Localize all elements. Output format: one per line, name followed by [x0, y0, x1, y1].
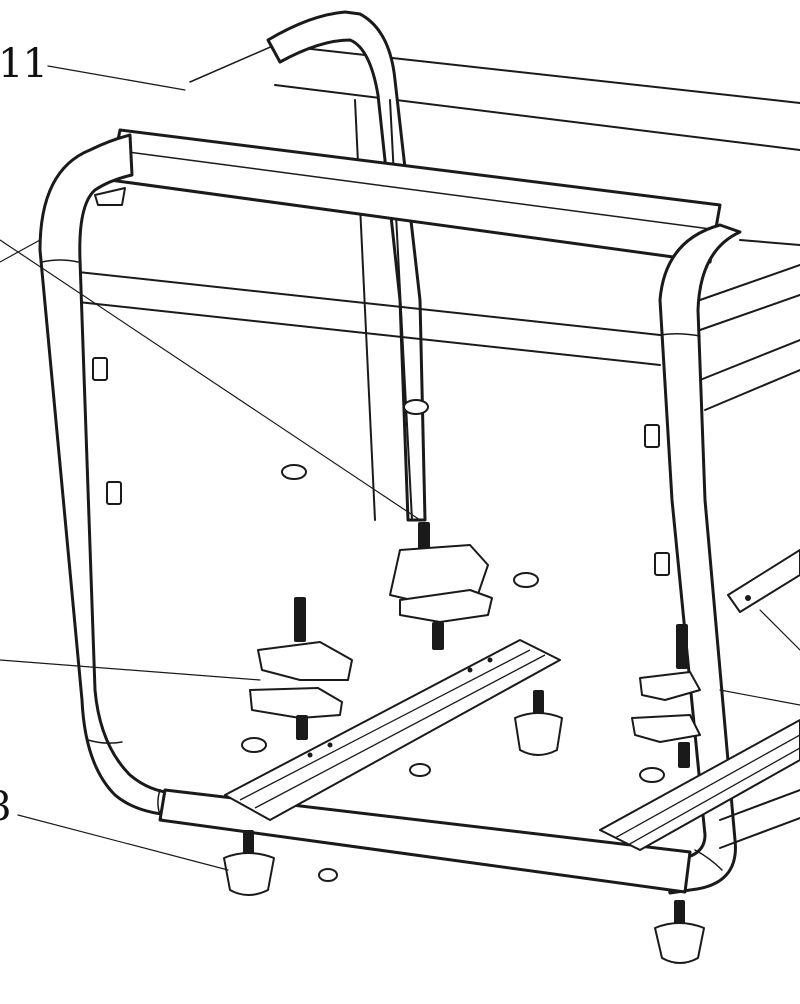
- frame-tabs: [92, 187, 670, 576]
- mid-crossbar: [77, 271, 661, 366]
- left-frame-tube: [38, 133, 177, 817]
- engine-mount-left: [249, 597, 353, 740]
- base-rail-left: [224, 639, 561, 821]
- bottom-side-rail: [719, 789, 800, 849]
- engine-mount-right: [631, 624, 701, 768]
- callout-frame-number: 11: [0, 41, 48, 87]
- engine-mount-rear: [389, 522, 493, 650]
- right-side-rail: [699, 239, 800, 411]
- flange-nuts: [241, 399, 665, 882]
- rubber-feet: [223, 690, 705, 964]
- leader-lines: [0, 65, 800, 871]
- side-bracket-right: [727, 549, 800, 613]
- callout-foot-number: 8: [0, 787, 11, 827]
- bottom-crossbar: [157, 788, 692, 894]
- front-crossbar: [108, 128, 722, 264]
- base-rail-right: [599, 719, 800, 851]
- top-rails: [189, 10, 800, 522]
